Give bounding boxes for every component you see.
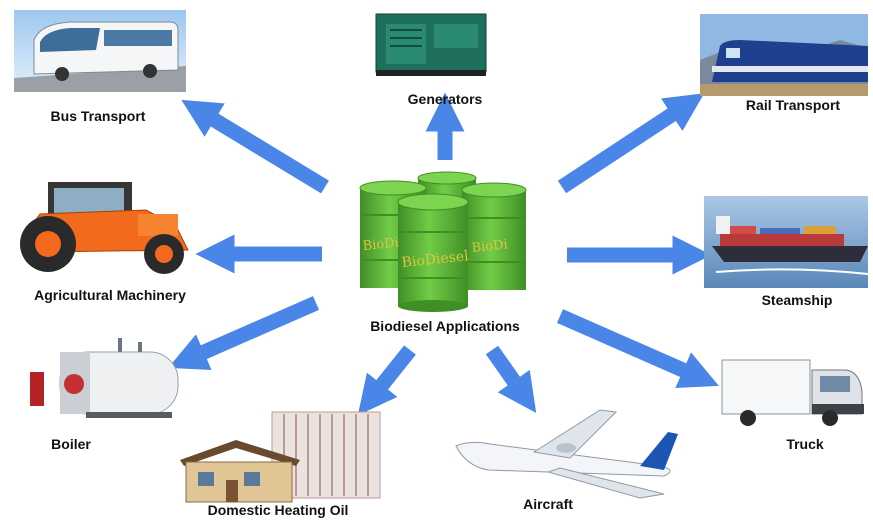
biodiesel-barrels-icon: BioDi BioDiesel BioDi (359, 171, 527, 312)
ship-icon (704, 196, 869, 288)
label-boiler: Boiler (51, 436, 91, 452)
label-rail-transport: Rail Transport (745, 97, 841, 113)
label-truck: Truck (786, 436, 824, 452)
label-biodiesel-applications: Biodiesel Applications (370, 318, 520, 334)
arrow-boiler (168, 296, 320, 371)
train-icon (700, 14, 868, 96)
barrel-text-right: BioDi (471, 237, 508, 256)
truck-icon (721, 359, 864, 426)
arrow-heating (357, 345, 416, 416)
house-radiator-icon (180, 411, 381, 503)
label-bus-transport: Bus Transport (50, 108, 146, 124)
arrows (168, 92, 719, 416)
barrel-text-front: BioDiesel (401, 248, 470, 271)
generator-icon (375, 13, 487, 76)
label-generators: Generators (407, 91, 483, 107)
arrow-aircraft (485, 345, 537, 413)
arrow-truck (556, 309, 719, 389)
arrow-bus (181, 99, 329, 194)
boiler-icon (30, 338, 179, 418)
label-domestic-heating-oil: Domestic Heating Oil (207, 502, 349, 518)
bus-icon (14, 10, 186, 92)
label-agricultural-machinery: Agricultural Machinery (34, 287, 186, 303)
tractor-icon (20, 182, 189, 274)
arrow-rail (557, 93, 705, 194)
label-steamship: Steamship (761, 292, 833, 308)
airplane-icon (455, 409, 678, 499)
barrel-text-left: BioDi (362, 235, 399, 254)
label-aircraft: Aircraft (523, 496, 573, 512)
